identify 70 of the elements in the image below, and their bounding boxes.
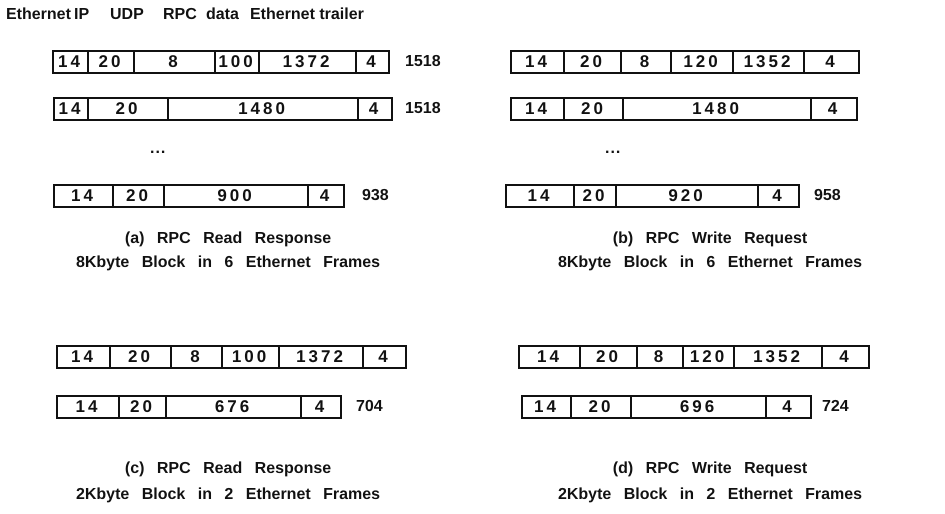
frame-length: 1518: [405, 100, 441, 118]
packet-field: 20: [118, 395, 167, 419]
packet-field: 14: [510, 50, 565, 74]
packet-field: 4: [362, 345, 407, 369]
figure-caption: (d) RPC Write Request: [612, 460, 808, 478]
packet-field: 8: [170, 345, 223, 369]
packet-field: 8: [620, 50, 672, 74]
packet-field: 14: [518, 345, 581, 369]
packet-field: 4: [300, 395, 342, 419]
figure-caption: (a) RPC Read Response: [124, 230, 332, 248]
figure-caption: 8Kbyte Block in 6 Ethernet Frames: [76, 254, 380, 272]
packet-field: 1372: [278, 345, 364, 369]
frame-length: 958: [814, 187, 841, 205]
packet-field: 14: [510, 97, 565, 121]
packet-field: 4: [357, 97, 393, 121]
packet-field: 120: [682, 345, 735, 369]
packet-field: 20: [87, 50, 135, 74]
packet-field: 4: [307, 184, 345, 208]
frame-length: 724: [822, 398, 849, 416]
packet-field: 4: [810, 97, 858, 121]
column-heading: Ethernet: [6, 6, 71, 24]
column-heading: UDP: [110, 6, 144, 24]
figure-caption: (b) RPC Write Request: [612, 230, 808, 248]
figure-caption: 2Kbyte Block in 2 Ethernet Frames: [558, 486, 862, 504]
packet-field: 20: [563, 97, 624, 121]
packet-field: 20: [570, 395, 632, 419]
packet-field: 4: [821, 345, 870, 369]
packet-field: 14: [53, 184, 114, 208]
frame-length: 1518: [405, 53, 441, 71]
frame-length: 704: [356, 398, 383, 416]
packet-field: 1480: [622, 97, 812, 121]
packet-field: 4: [765, 395, 812, 419]
packet-field: 1352: [732, 50, 805, 74]
figure-caption: 8Kbyte Block in 6 Ethernet Frames: [558, 254, 862, 272]
column-heading: RPC: [163, 6, 197, 24]
packet-field: 1480: [167, 97, 359, 121]
packet-field: 1352: [733, 345, 823, 369]
figure-caption: (c) RPC Read Response: [124, 460, 332, 478]
packet-field: 100: [214, 50, 260, 74]
column-heading: IP: [74, 6, 90, 24]
packet-field: 20: [579, 345, 638, 369]
packet-field: 120: [670, 50, 734, 74]
packet-field: 20: [112, 184, 165, 208]
packet-field: 8: [636, 345, 684, 369]
packet-field: 20: [573, 184, 617, 208]
packet-field: 4: [355, 50, 390, 74]
packet-field: 14: [521, 395, 572, 419]
packet-field: 14: [56, 345, 111, 369]
packet-field: 14: [52, 50, 89, 74]
packet-field: 900: [163, 184, 309, 208]
packet-field: 696: [630, 395, 767, 419]
packet-field: 920: [615, 184, 759, 208]
packet-field: 1372: [258, 50, 357, 74]
ellipsis: ...: [605, 140, 622, 158]
figure-caption: 2Kbyte Block in 2 Ethernet Frames: [76, 486, 380, 504]
packet-field: 14: [505, 184, 575, 208]
packet-field: 14: [53, 97, 89, 121]
packet-field: 8: [133, 50, 216, 74]
column-heading: Ethernet trailer: [250, 6, 364, 24]
packet-field: 4: [803, 50, 860, 74]
packet-field: 4: [757, 184, 800, 208]
packet-field: 20: [563, 50, 622, 74]
packet-field: 676: [165, 395, 302, 419]
column-heading: data: [206, 6, 239, 24]
packet-field: 20: [87, 97, 169, 121]
ellipsis: ...: [150, 140, 166, 158]
packet-field: 14: [56, 395, 120, 419]
frame-length: 938: [362, 187, 389, 205]
packet-field: 100: [221, 345, 280, 369]
packet-field: 20: [109, 345, 172, 369]
